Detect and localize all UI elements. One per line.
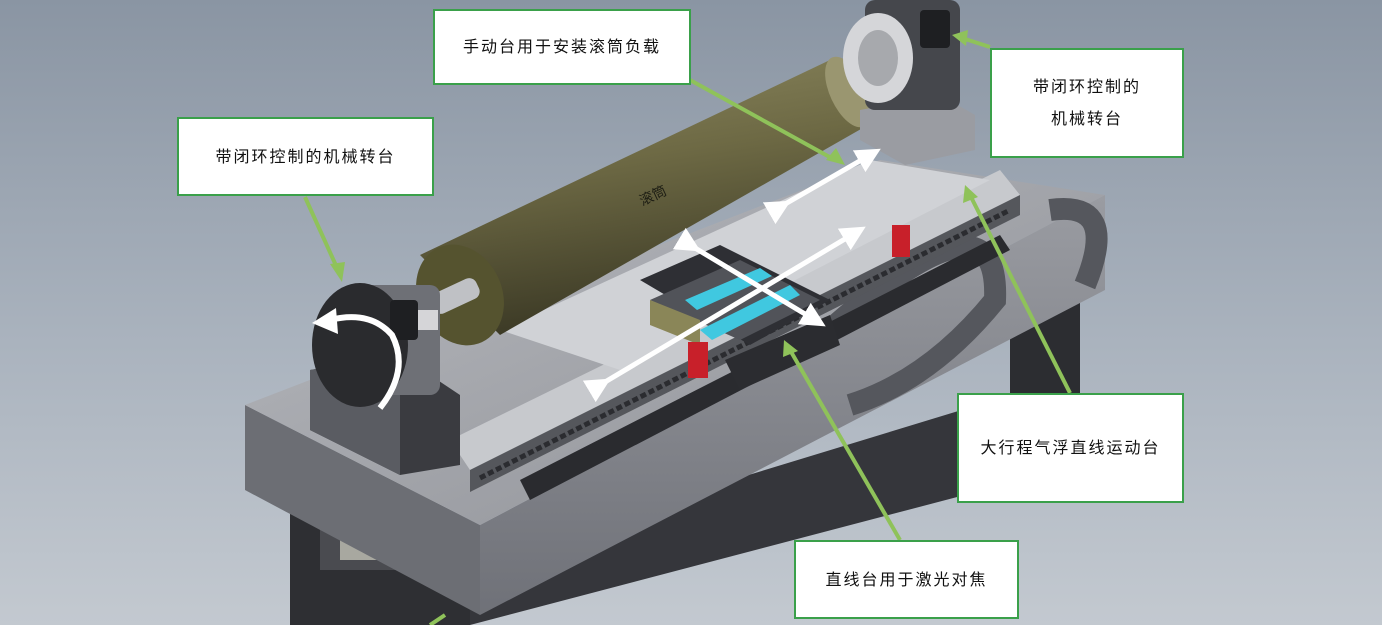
label-focus-stage: 直线台用于激光对焦 bbox=[794, 540, 1019, 619]
label-rotary-left-text: 带闭环控制的机械转台 bbox=[215, 146, 396, 166]
label-manual-stage-text: 手动台用于安装滚筒负载 bbox=[462, 37, 661, 56]
leader-lines bbox=[303, 30, 1072, 627]
label-rotary-right-line1: 带闭环控制的 bbox=[1032, 77, 1141, 96]
label-focus-stage-text: 直线台用于激光对焦 bbox=[825, 569, 988, 589]
rotary-stage-right bbox=[843, 0, 975, 165]
motion-arrows bbox=[582, 148, 881, 403]
label-air-bearing-stage: 大行程气浮直线运动台 bbox=[957, 393, 1184, 503]
red-stop-right bbox=[892, 225, 910, 257]
label-rotary-right: 带闭环控制的 机械转台 bbox=[990, 48, 1184, 158]
rotary-stage-left bbox=[310, 283, 460, 475]
label-air-bearing-stage-text: 大行程气浮直线运动台 bbox=[980, 438, 1161, 457]
red-stop-left bbox=[688, 342, 708, 378]
label-rotary-left: 带闭环控制的机械转台 bbox=[177, 117, 434, 196]
rotation-arrow-icon bbox=[329, 314, 402, 410]
rotation-arrowhead-icon bbox=[312, 308, 338, 334]
label-rotary-right-line2: 机械转台 bbox=[1050, 109, 1123, 128]
label-manual-stage: 手动台用于安装滚筒负载 bbox=[433, 9, 691, 85]
